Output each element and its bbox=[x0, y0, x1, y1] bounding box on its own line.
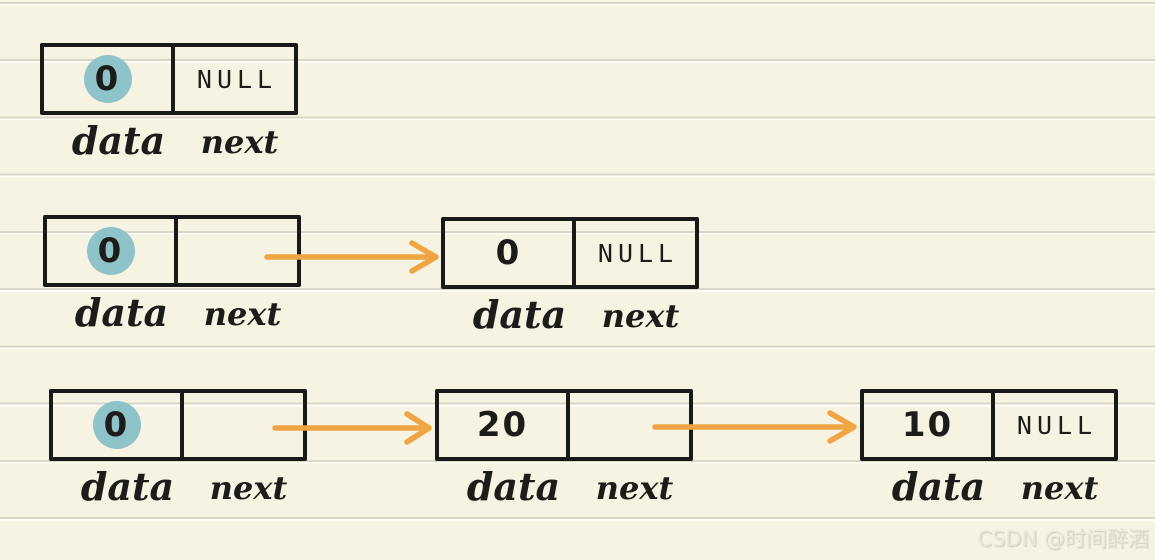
node-box: 0 NULL bbox=[441, 217, 699, 289]
data-value: 0 bbox=[97, 231, 124, 271]
next-pointer-arrow bbox=[264, 240, 439, 274]
data-cell: 0 bbox=[44, 47, 175, 111]
list-node: 0 data next bbox=[49, 389, 307, 509]
next-value: NULL bbox=[1016, 410, 1098, 440]
next-label: next bbox=[209, 469, 288, 507]
next-cell: NULL bbox=[175, 47, 294, 111]
data-value: 0 bbox=[103, 405, 130, 445]
data-label: data bbox=[80, 464, 175, 509]
list-node: 0 NULL data next bbox=[40, 43, 298, 163]
next-cell: NULL bbox=[576, 221, 695, 285]
node-labels: data next bbox=[435, 464, 693, 509]
node-labels: data next bbox=[860, 464, 1118, 509]
next-label: next bbox=[200, 123, 279, 161]
data-value: 0 bbox=[495, 233, 522, 273]
next-label: next bbox=[595, 469, 674, 507]
list-node: 0 data next bbox=[43, 215, 301, 335]
highlight-circle: 0 bbox=[92, 401, 141, 449]
data-value: 20 bbox=[476, 405, 529, 445]
data-label: data bbox=[74, 290, 169, 335]
data-value: 0 bbox=[94, 59, 121, 99]
list-node: 20 data next bbox=[435, 389, 693, 509]
data-label: data bbox=[891, 464, 986, 509]
data-label: data bbox=[472, 292, 567, 337]
next-label: next bbox=[601, 297, 680, 335]
highlight-circle: 0 bbox=[83, 55, 132, 103]
data-cell: 0 bbox=[53, 393, 184, 457]
node-box: 20 bbox=[435, 389, 693, 461]
next-label: next bbox=[1020, 469, 1099, 507]
list-node: 0 NULL data next bbox=[441, 217, 699, 337]
next-label: next bbox=[203, 295, 282, 333]
node-labels: data next bbox=[43, 290, 301, 335]
node-labels: data next bbox=[49, 464, 307, 509]
node-labels: data next bbox=[441, 292, 699, 337]
data-label: data bbox=[71, 118, 166, 163]
node-labels: data next bbox=[40, 118, 298, 163]
next-value: NULL bbox=[196, 64, 278, 94]
csdn-watermark: CSDN @时间醉酒 bbox=[977, 527, 1149, 551]
data-cell: 0 bbox=[445, 221, 576, 285]
next-cell: NULL bbox=[995, 393, 1114, 457]
data-value: 10 bbox=[901, 405, 954, 445]
data-label: data bbox=[466, 464, 561, 509]
node-box: 0 NULL bbox=[40, 43, 298, 115]
next-pointer-arrow bbox=[272, 411, 432, 445]
list-node: 10 NULL data next bbox=[860, 389, 1118, 509]
highlight-circle: 0 bbox=[86, 227, 135, 275]
data-cell: 0 bbox=[47, 219, 178, 283]
next-value: NULL bbox=[597, 238, 679, 268]
data-cell: 10 bbox=[864, 393, 995, 457]
node-box: 0 bbox=[49, 389, 307, 461]
data-cell: 20 bbox=[439, 393, 570, 457]
next-pointer-arrow bbox=[652, 410, 857, 444]
node-box: 10 NULL bbox=[860, 389, 1118, 461]
node-box: 0 bbox=[43, 215, 301, 287]
